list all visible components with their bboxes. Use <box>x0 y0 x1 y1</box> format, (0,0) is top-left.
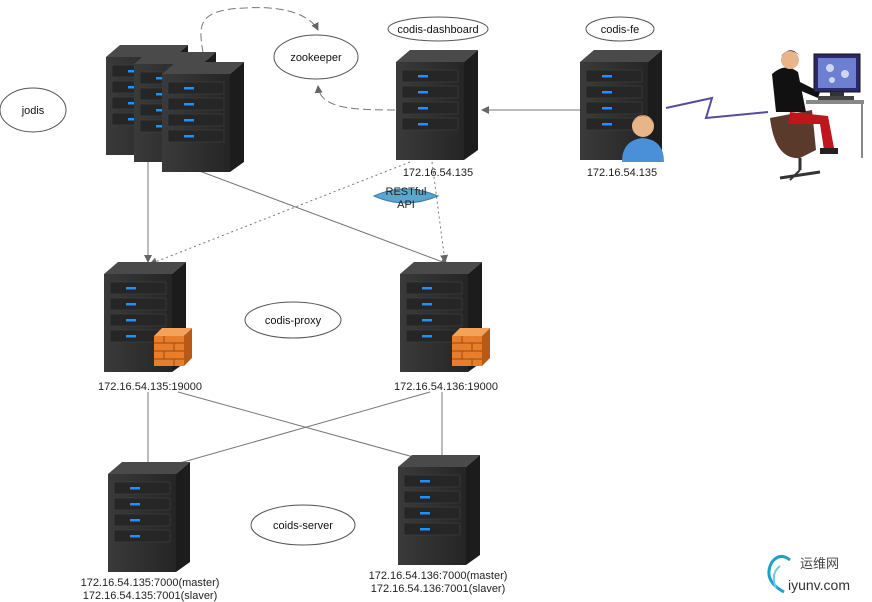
fe-oval: codis-fe <box>585 16 655 42</box>
fe-ip: 172.16.54.135 <box>587 167 657 179</box>
watermark-cn: 运维网 <box>800 557 839 572</box>
jodis-oval: jodis <box>0 87 67 133</box>
zookeeper-oval: zookeeper <box>273 34 359 80</box>
connectors <box>144 7 580 474</box>
proxy1-server-icon <box>103 261 193 373</box>
user-icon <box>622 115 664 162</box>
restful-api-badge: RESTful API <box>372 186 440 211</box>
server2-slave-ip: 172.16.54.136:7001(slaver) <box>371 583 506 595</box>
watermark-logo: 运维网 iyunv.com <box>767 555 850 594</box>
fe-label: codis-fe <box>601 24 640 36</box>
lightning-link <box>665 96 769 120</box>
dashboard-ip: 172.16.54.135 <box>403 167 473 179</box>
api-line2: API <box>397 199 415 211</box>
dashboard-server-icon <box>395 49 479 161</box>
server-oval: coids-server <box>250 504 356 546</box>
proxy2-server-icon <box>399 261 491 373</box>
server2-icon <box>397 454 481 566</box>
proxy2-ip: 172.16.54.136:19000 <box>394 381 498 393</box>
dashboard-to-proxy2-dotted <box>431 161 449 263</box>
person-at-computer-icon <box>770 50 864 181</box>
proxy2-to-server1-arrow <box>147 391 431 474</box>
dashboard-label: codis-dashboard <box>397 24 478 36</box>
jodis-to-proxy2-arrow <box>169 159 449 266</box>
dashboard-to-proxy1-dotted <box>149 161 411 266</box>
dashboard-oval: codis-dashboard <box>387 16 489 42</box>
jodis-server-stack <box>105 44 245 173</box>
server1-master-ip: 172.16.54.135:7000(master) <box>81 577 220 589</box>
proxy-label: codis-proxy <box>265 315 322 327</box>
server-label: coids-server <box>273 520 333 532</box>
zookeeper-label: zookeeper <box>290 52 342 64</box>
watermark-en: iyunv.com <box>788 577 850 593</box>
dashboard-to-zookeeper-dashed-arrow <box>314 85 396 111</box>
proxy1-to-server2-arrow <box>177 391 447 468</box>
proxy-oval: codis-proxy <box>244 301 342 339</box>
proxy1-ip: 172.16.54.135:19000 <box>98 381 202 393</box>
jodis-to-zookeeper-dashed-arrow <box>200 7 319 66</box>
server1-slave-ip: 172.16.54.135:7001(slaver) <box>83 590 218 602</box>
api-line1: RESTful <box>386 186 427 198</box>
jodis-label: jodis <box>21 105 45 117</box>
fe-server-icon <box>579 49 664 162</box>
server2-master-ip: 172.16.54.136:7000(master) <box>369 570 508 582</box>
server1-icon <box>107 461 191 573</box>
